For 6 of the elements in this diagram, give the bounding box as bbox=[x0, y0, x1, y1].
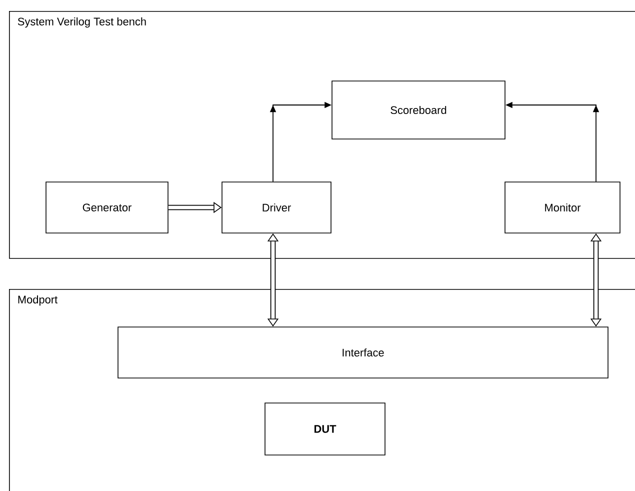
process-box: Interface bbox=[118, 326, 608, 378]
process-box: Scoreboard bbox=[332, 80, 506, 140]
process-box: DUT bbox=[264, 402, 386, 456]
process-box: Monitor bbox=[504, 182, 620, 234]
process-box: Generator bbox=[46, 182, 168, 234]
process-box: Driver bbox=[222, 182, 332, 234]
